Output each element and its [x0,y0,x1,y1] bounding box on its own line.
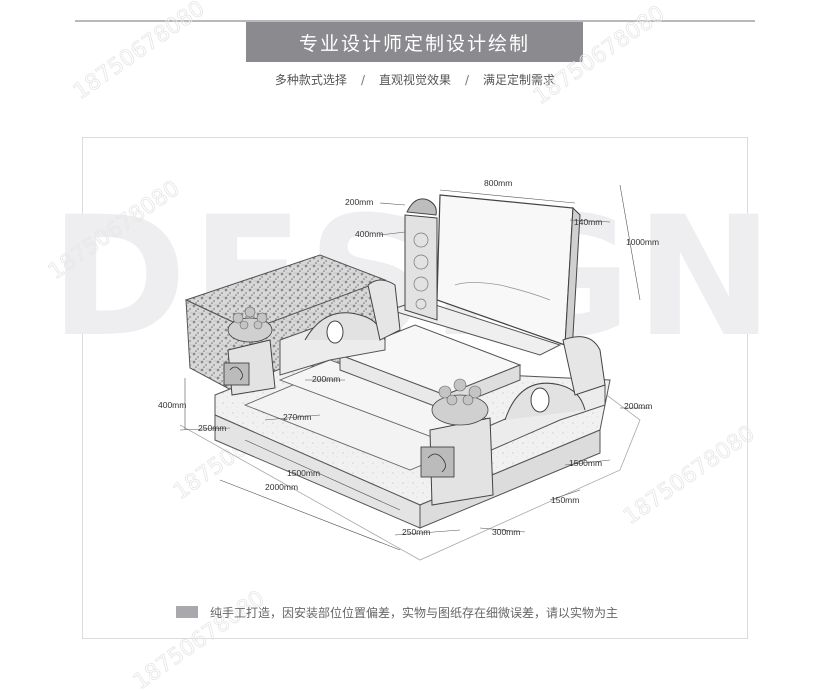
note-swatch [176,606,198,618]
dimension-label: 140mm [574,217,602,227]
subtitle-separator: / [465,73,470,87]
dimension-label: 1000mm [626,237,659,247]
subtitle-item-styles: 多种款式选择 [274,73,347,87]
base-platform-side [419,429,601,529]
right-cloud-motif-icon [427,453,446,473]
subtitle-item-custom: 满足定制需求 [483,73,556,87]
dimension-label: 800mm [484,178,512,188]
watermark: 18750678080 [69,0,209,105]
left-flowers [232,306,268,330]
right-rear-scroll [562,336,606,396]
dimension-lines [179,184,650,551]
left-scroll-hole [326,320,344,344]
footer-note: 纯手工打造，因安装部位位置偏差，实物与图纸存在细微误差，请以实物为主 [176,603,618,621]
right-pedestal-relief [420,446,455,478]
dimension-label: 400mm [355,229,383,239]
dimension-label: 1500mm [569,458,602,468]
headstone-reflection [454,282,551,301]
dimension-label: 300mm [492,527,520,537]
dimension-label: 200mm [345,197,373,207]
dimension-label: 270mm [283,412,311,422]
watermark: 18750678080 [619,421,759,530]
dimension-label: 200mm [624,401,652,411]
dimension-label: 400mm [158,400,186,410]
right-scroll-hole [530,387,550,413]
right-flower-pot [431,394,489,426]
left-rear-scroll [367,279,401,341]
pillar-ornament [406,198,437,216]
footer-note-text: 纯手工打造，因安装部位位置偏差，实物与图纸存在细微误差，请以实物为主 [210,605,619,620]
dimension-label: 250mm [198,423,226,433]
subtitle-item-visual: 直观视觉效果 [378,73,451,87]
pillar-carving [413,232,429,310]
dimension-label: 2000mm [265,482,298,492]
drawing-frame [82,137,748,639]
left-cloud-motif-icon [229,366,243,381]
watermark: 18750678080 [129,586,269,691]
page-title: 专业设计师定制设计绘制 [246,22,583,62]
right-flowers [438,378,482,406]
top-rule [75,20,755,22]
watermark: 18750678080 [44,176,184,285]
dimension-label: 150mm [551,495,579,505]
subtitle-separator: / [360,73,365,87]
dimension-label: 250mm [402,527,430,537]
carved-pillar [404,214,438,321]
dimension-label: 200mm [312,374,340,384]
subtitle: 多种款式选择 / 直观视觉效果 / 满足定制需求 [200,71,630,88]
watermark: 18750678080 [529,1,669,110]
dimension-label: 1500mm [287,468,320,478]
left-pedestal-relief [223,362,250,386]
